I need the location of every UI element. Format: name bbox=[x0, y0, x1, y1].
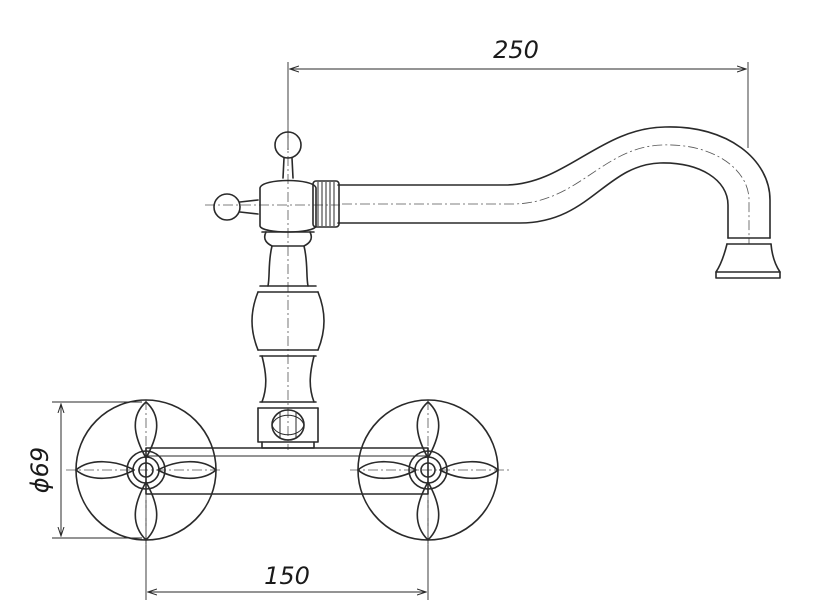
mixing-lever bbox=[213, 131, 302, 221]
dimension-label-150: 150 bbox=[264, 562, 310, 590]
right-cross-handle-icon bbox=[357, 401, 499, 541]
dimension-spout-reach: 250 bbox=[287, 36, 749, 150]
dimension-label-phi69: ϕ69 bbox=[26, 447, 54, 493]
valve-body-head bbox=[259, 179, 317, 247]
dimension-rosette-diameter: ϕ69 bbox=[26, 401, 142, 539]
wall-body bbox=[145, 447, 429, 495]
spout bbox=[312, 126, 781, 279]
left-valve bbox=[75, 399, 217, 541]
right-valve bbox=[357, 399, 499, 541]
dimension-center-distance: 150 bbox=[145, 500, 429, 600]
dimension-label-250: 250 bbox=[493, 36, 539, 64]
left-cross-handle-icon bbox=[75, 401, 217, 541]
